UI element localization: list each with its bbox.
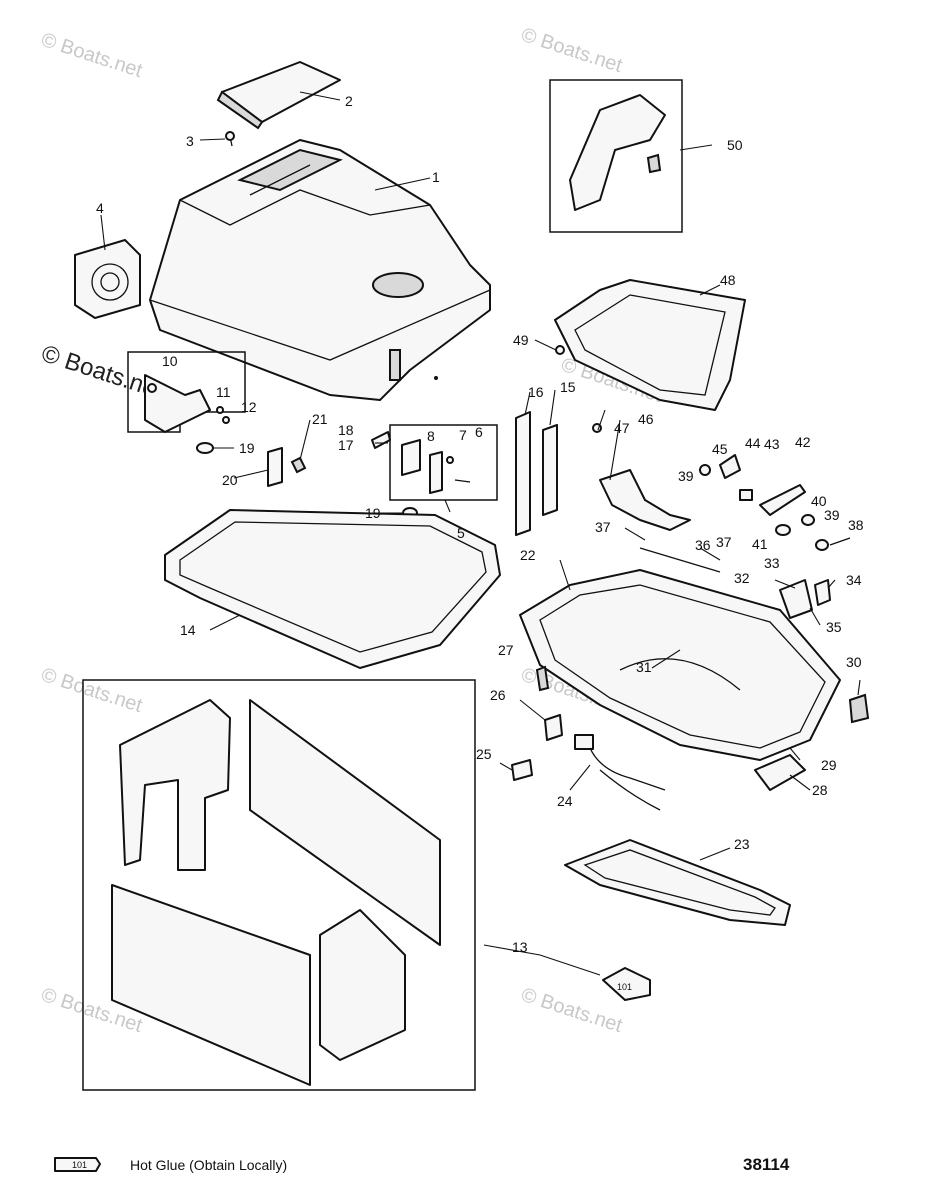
parts-20-21 bbox=[267, 447, 307, 487]
callout-22: 22 bbox=[520, 547, 536, 563]
diagram-id: 38114 bbox=[743, 1155, 790, 1174]
watermark-top-right: © Boats.net bbox=[518, 24, 625, 77]
callout-7: 7 bbox=[459, 427, 467, 443]
part-28-plate bbox=[754, 754, 806, 791]
callout-42: 42 bbox=[795, 434, 811, 450]
callout-25: 25 bbox=[476, 746, 492, 762]
part-46-latch bbox=[592, 423, 691, 531]
callout-5: 5 bbox=[457, 525, 465, 541]
part-36-rod bbox=[639, 547, 721, 573]
callout-39-right: 39 bbox=[824, 507, 840, 523]
glue-tube-label: 101 bbox=[617, 982, 632, 992]
part-26-clip bbox=[544, 714, 563, 741]
callout-45: 45 bbox=[712, 441, 728, 457]
part-50-box bbox=[549, 79, 683, 233]
callout-20: 20 bbox=[222, 472, 238, 488]
parts-17-18 bbox=[371, 431, 391, 449]
legend: 101 Hot Glue (Obtain Locally) bbox=[54, 1157, 287, 1173]
callout-39-left: 39 bbox=[678, 468, 694, 484]
part-4-plug bbox=[74, 239, 141, 319]
callout-43: 43 bbox=[764, 436, 780, 452]
callout-12: 12 bbox=[241, 399, 257, 415]
callout-37-right: 37 bbox=[716, 534, 732, 550]
callout-41: 41 bbox=[752, 536, 768, 552]
part-2-cover-plate bbox=[216, 61, 341, 130]
callout-27: 27 bbox=[498, 642, 514, 658]
part-14-seal-frame bbox=[164, 509, 501, 669]
callout-32: 32 bbox=[734, 570, 750, 586]
part-19-washer-upper bbox=[196, 442, 214, 454]
part-27-screw bbox=[535, 665, 550, 692]
leader-lines bbox=[100, 91, 861, 976]
callout-1: 1 bbox=[432, 169, 440, 185]
callout-13: 13 bbox=[512, 939, 528, 955]
callout-6: 6 bbox=[475, 424, 483, 440]
callout-19-upper: 19 bbox=[239, 440, 255, 456]
callout-19-lower: 19 bbox=[365, 505, 381, 521]
callout-35: 35 bbox=[826, 619, 842, 635]
glue-tube-icon bbox=[54, 1157, 101, 1172]
callout-17: 17 bbox=[338, 437, 354, 453]
callout-21: 21 bbox=[312, 411, 328, 427]
part-24-harness bbox=[574, 734, 666, 811]
latch-group-box bbox=[127, 351, 246, 433]
callout-33: 33 bbox=[764, 555, 780, 571]
callout-3: 3 bbox=[186, 133, 194, 149]
watermark-bottom-right: © Boats.net bbox=[518, 984, 625, 1037]
part-1-top-cowl bbox=[149, 139, 491, 401]
callout-34: 34 bbox=[846, 572, 862, 588]
part-23-gasket bbox=[564, 839, 791, 926]
callout-36: 36 bbox=[695, 537, 711, 553]
callout-48: 48 bbox=[720, 272, 736, 288]
callout-31: 31 bbox=[636, 659, 652, 675]
parts-15-16-strips bbox=[515, 411, 558, 536]
part-25-grommet bbox=[511, 759, 533, 781]
callout-numbers: 1 2 3 4 5 6 7 8 10 11 12 13 14 15 16 17 … bbox=[96, 93, 864, 955]
part-48-tray bbox=[554, 279, 746, 411]
callout-44: 44 bbox=[745, 435, 761, 451]
callout-37-left: 37 bbox=[595, 519, 611, 535]
watermark-mid-left: © Boats.net bbox=[38, 664, 145, 717]
callout-50: 50 bbox=[727, 137, 743, 153]
glue-tube: 101 bbox=[602, 967, 651, 1001]
callout-8: 8 bbox=[427, 428, 435, 444]
part-49-screw bbox=[555, 345, 565, 355]
callout-2: 2 bbox=[345, 93, 353, 109]
callout-46: 46 bbox=[638, 411, 654, 427]
callout-15: 15 bbox=[560, 379, 576, 395]
part-30-bumper bbox=[848, 693, 870, 724]
hardware-right bbox=[699, 454, 851, 551]
part-22-bottom-cowl bbox=[519, 569, 841, 761]
callout-11: 11 bbox=[216, 384, 231, 400]
callout-40: 40 bbox=[811, 493, 827, 509]
callout-30: 30 bbox=[846, 654, 862, 670]
callout-4: 4 bbox=[96, 200, 104, 216]
callout-38: 38 bbox=[848, 517, 864, 533]
callout-26: 26 bbox=[490, 687, 506, 703]
callout-49: 49 bbox=[513, 332, 529, 348]
watermark-top-left: © Boats.net bbox=[38, 29, 145, 82]
callout-23: 23 bbox=[734, 836, 750, 852]
callout-18: 18 bbox=[338, 422, 354, 438]
callout-16: 16 bbox=[528, 384, 544, 400]
parts-32-35 bbox=[779, 579, 831, 619]
callout-47: 47 bbox=[614, 420, 630, 436]
legend-text: Hot Glue (Obtain Locally) bbox=[130, 1157, 287, 1173]
bracket-group-box bbox=[389, 424, 498, 501]
callout-24: 24 bbox=[557, 793, 573, 809]
part-13-kit-box bbox=[82, 679, 476, 1091]
callout-14: 14 bbox=[180, 622, 196, 638]
callout-28: 28 bbox=[812, 782, 828, 798]
callout-29: 29 bbox=[821, 757, 837, 773]
part-3-screw bbox=[225, 131, 235, 147]
legend-symbol-label: 101 bbox=[72, 1160, 87, 1170]
callout-10: 10 bbox=[162, 353, 178, 369]
